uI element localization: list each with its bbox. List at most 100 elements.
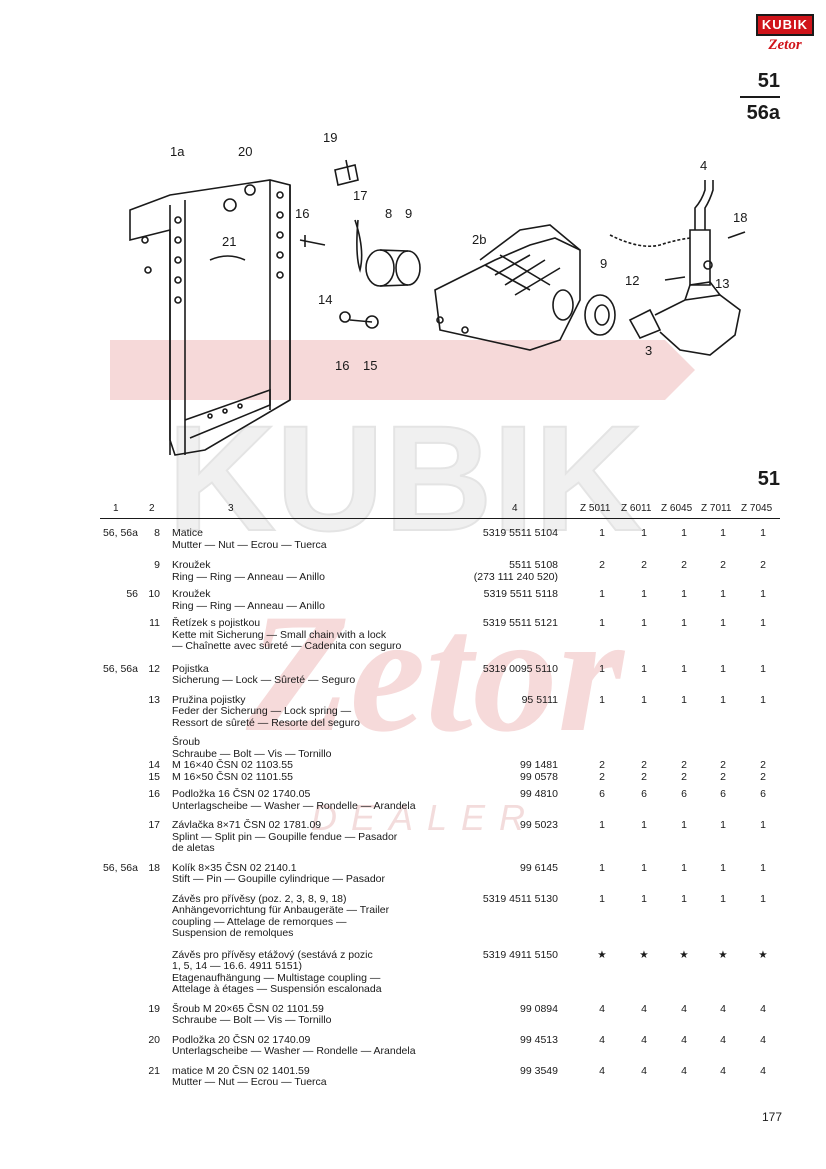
part-code-line: 5319 4911 5150 bbox=[482, 948, 558, 961]
col-head-4: 4 bbox=[512, 503, 518, 514]
col-head-model: Z 6011 bbox=[621, 503, 652, 514]
quantity-cell: 1 bbox=[641, 662, 647, 675]
item-number: 14 bbox=[148, 759, 160, 771]
item-number: 15 bbox=[148, 770, 160, 783]
quantity-cell: ★ bbox=[679, 948, 689, 961]
quantity-cell: 2 bbox=[720, 770, 726, 783]
description-line: Šroub bbox=[172, 736, 201, 748]
quantity-cell: 2 bbox=[641, 770, 647, 783]
quantity-cell: 4 bbox=[720, 1064, 726, 1077]
part-code: 5319 5511 5104 bbox=[440, 527, 558, 540]
quantity-cell: 6 bbox=[599, 788, 605, 800]
quantity-cell: 2 bbox=[599, 759, 605, 771]
part-code-line: 5319 5511 5104 bbox=[482, 527, 558, 539]
pin-4-drawing bbox=[689, 180, 714, 286]
part-code: 99 0578 bbox=[440, 771, 558, 784]
description-line: Matice bbox=[172, 527, 203, 539]
part-code-line: 95 5111 bbox=[521, 693, 558, 706]
diagram-label: 18 bbox=[733, 210, 747, 225]
diagram-label: 17 bbox=[353, 188, 367, 203]
quantity-cell: 1 bbox=[681, 819, 687, 831]
col-head-model: Z 6045 bbox=[661, 503, 693, 514]
diagram-label: 2b bbox=[472, 232, 486, 247]
quantity-cell: 1 bbox=[760, 662, 766, 675]
quantity-cell: 1 bbox=[599, 588, 605, 600]
part-code-line: 5319 5511 5118 bbox=[483, 588, 558, 600]
item-number: 19 bbox=[148, 1002, 160, 1015]
description-line: Kolík 8×35 ČSN 02 2140.1 bbox=[172, 861, 297, 874]
part-code: 99 0894 bbox=[440, 1002, 558, 1016]
quantity-cell: 2 bbox=[720, 759, 726, 771]
table-section-number: 51 bbox=[757, 468, 780, 490]
description: M 16×40 ČSN 02 1103.55 bbox=[172, 759, 472, 772]
description-line: Unterlagscheibe — Washer — Rondelle — Ar… bbox=[172, 799, 416, 812]
quantity-cell: 1 bbox=[599, 861, 605, 874]
quantity-cell: 1 bbox=[760, 588, 766, 600]
part-code-line: 5319 4511 5130 bbox=[482, 892, 558, 905]
part-code: 5319 4511 5130 bbox=[440, 892, 558, 906]
description-line: Podložka 16 ČSN 02 1740.05 bbox=[172, 788, 311, 800]
part-code-line: 99 0894 bbox=[520, 1002, 558, 1015]
quantity-cell: 1 bbox=[720, 693, 726, 706]
logo-zetor: Zetor bbox=[768, 37, 802, 53]
quantity-cell: ★ bbox=[597, 948, 607, 961]
description: Závěs pro přívěsy (poz. 2, 3, 8, 9, 18)A… bbox=[172, 893, 472, 940]
description-line: Závlačka 8×71 ČSN 02 1781.09 bbox=[172, 819, 322, 831]
description-line: Anhängevorrichtung für Anbaugeräte — Tra… bbox=[172, 904, 390, 916]
quantity-cell: 4 bbox=[641, 1064, 647, 1077]
diagram-label: 9 bbox=[405, 206, 412, 221]
description: M 16×50 ČSN 02 1101.55 bbox=[172, 770, 472, 784]
description-line: de aletas bbox=[172, 842, 215, 854]
quantity-cell: 4 bbox=[641, 1033, 647, 1046]
quantity-cell: 1 bbox=[760, 819, 766, 831]
description-line: Ring — Ring — Anneau — Anillo bbox=[172, 599, 325, 612]
description-line: Ring — Ring — Anneau — Anillo bbox=[172, 570, 325, 583]
description-line: Mutter — Nut — Ecrou — Tuerca bbox=[172, 1076, 327, 1088]
diagram-label: 12 bbox=[625, 273, 639, 288]
description-line: Splint — Split pin — Goupille fendue — P… bbox=[172, 830, 398, 843]
quantity-cell: 4 bbox=[681, 1002, 687, 1015]
item-number: 21 bbox=[148, 1064, 160, 1077]
item-number: 12 bbox=[148, 662, 160, 675]
quantity-cell: 1 bbox=[681, 662, 687, 675]
hitch-2b-drawing bbox=[434, 224, 581, 351]
part-code-line: (273 111 240 520) bbox=[473, 570, 558, 583]
description-line: Suspension de remolques bbox=[172, 927, 294, 939]
quantity-cell: 6 bbox=[641, 788, 647, 800]
diagram-label: 8 bbox=[385, 206, 392, 221]
description-line: Pružina pojistky bbox=[172, 693, 246, 706]
item-number: 13 bbox=[148, 693, 160, 706]
quantity-cell: 1 bbox=[681, 527, 687, 539]
part-code: 95 5111 bbox=[440, 693, 558, 707]
col-head-model: Z 5011 bbox=[580, 503, 611, 514]
part-code: 99 6145 bbox=[440, 862, 558, 875]
quantity-cell: 1 bbox=[599, 693, 605, 706]
diagram-label: 20 bbox=[238, 144, 252, 159]
quantity-cell: 1 bbox=[760, 617, 766, 629]
quantity-cell: 1 bbox=[681, 861, 687, 874]
part-code: 99 5023 bbox=[440, 819, 558, 832]
kubik-zetor-logo: KUBIK Zetor bbox=[756, 14, 814, 64]
part-code-line: 5511 5108 bbox=[509, 559, 558, 571]
quantity-cell: 4 bbox=[720, 1002, 726, 1015]
description-line: M 16×50 ČSN 02 1101.55 bbox=[172, 770, 293, 783]
col-head-3: 3 bbox=[228, 503, 234, 514]
part-code: 99 1481 bbox=[440, 759, 558, 772]
part-code: 5319 5511 5121 bbox=[440, 617, 558, 630]
quantity-cell: 2 bbox=[760, 559, 766, 571]
part-code: 99 4513 bbox=[440, 1034, 558, 1047]
diagram-label: 16 bbox=[335, 358, 349, 373]
